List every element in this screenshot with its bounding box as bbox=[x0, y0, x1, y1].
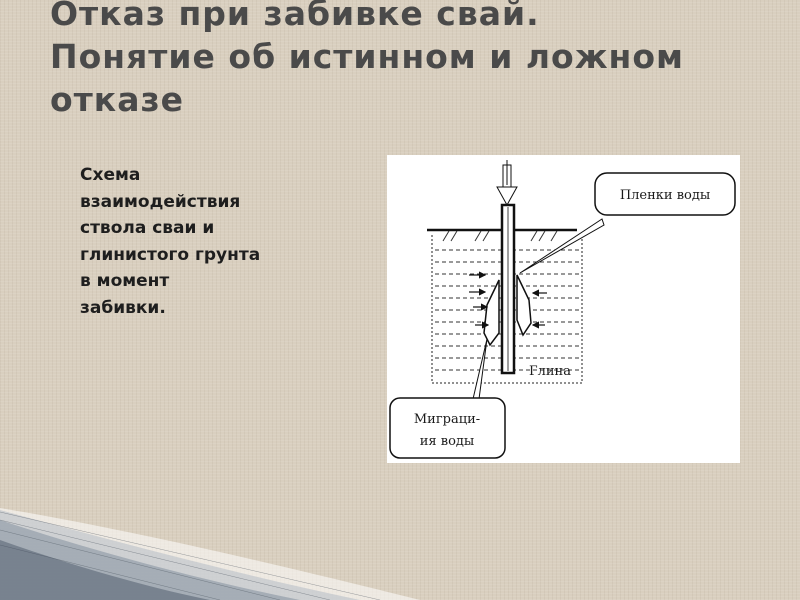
description-line-4: глинистого грунта bbox=[80, 244, 261, 265]
water-film-wedges bbox=[483, 274, 532, 347]
pile-shaft bbox=[500, 203, 516, 375]
slide-title: Отказ при забивке свай. Понятие об истин… bbox=[50, 0, 770, 121]
label-clay: Глина bbox=[529, 364, 571, 379]
description-line-6: забивки. bbox=[80, 297, 166, 318]
label-water-films: Пленки воды bbox=[620, 188, 710, 203]
label-migration-line-2: ия воды bbox=[420, 434, 475, 449]
diagram-drawing: Пленки воды Глина Миграци- ия воды bbox=[389, 160, 736, 459]
label-migration-line-1: Миграци- bbox=[414, 412, 480, 427]
driving-force-arrow bbox=[496, 160, 518, 207]
slide-title-line-1: Отказ при забивке свай. bbox=[50, 0, 540, 33]
callout-water-migration: Миграци- ия воды bbox=[389, 338, 506, 459]
callout-water-films: Пленки воды bbox=[519, 172, 736, 274]
description-line-2: взаимодействия bbox=[80, 191, 241, 212]
description-line-5: в момент bbox=[80, 271, 170, 291]
description-line-3: ствола сваи и bbox=[80, 218, 215, 238]
slide-title-line-2: Понятие об истинном и ложном bbox=[50, 37, 685, 76]
description-line-1: Схема bbox=[80, 165, 141, 185]
slide-title-line-3: отказе bbox=[50, 80, 185, 119]
migration-arrows bbox=[469, 271, 547, 329]
description-text: Схема взаимодействия ствола сваи и глини… bbox=[80, 162, 330, 321]
pile-soil-diagram: Пленки воды Глина Миграци- ия воды bbox=[387, 155, 740, 463]
